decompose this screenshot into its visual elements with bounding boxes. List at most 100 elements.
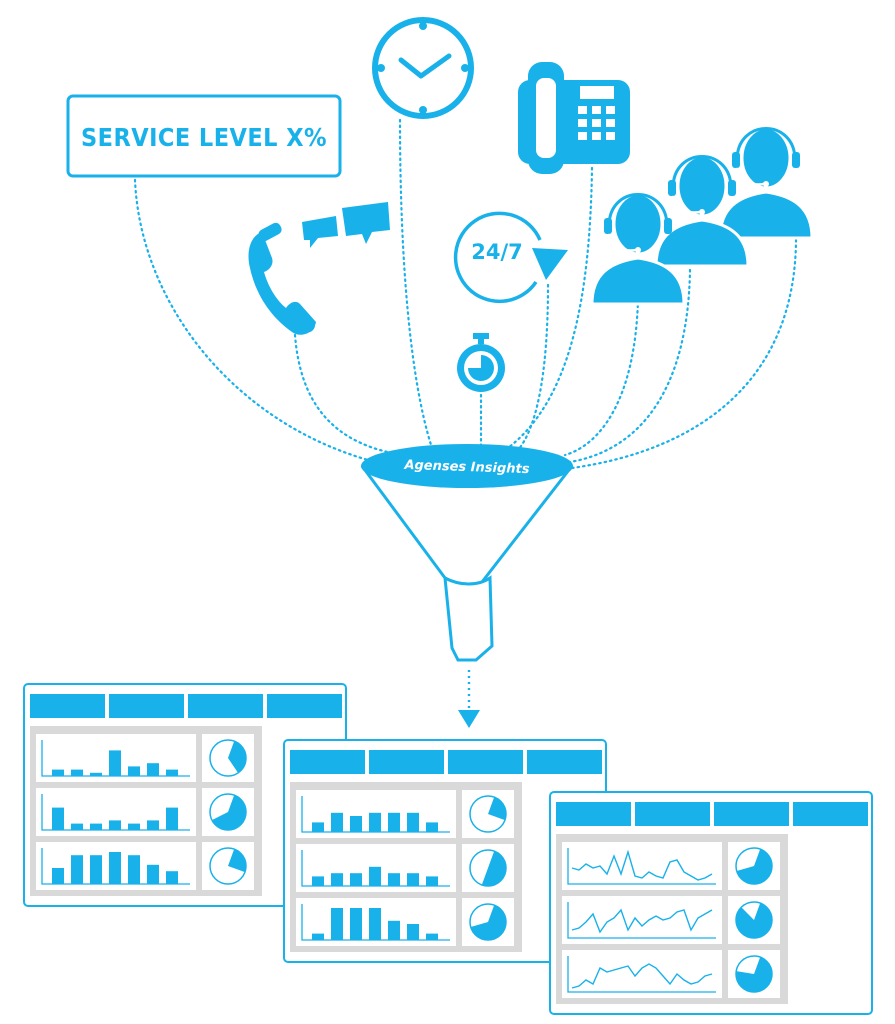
- pie-slice: [211, 795, 247, 830]
- dashboard-tab: [30, 694, 105, 718]
- connector-clock: [398, 118, 434, 450]
- bar-mark: [109, 820, 121, 830]
- agent-headset-icon: [718, 126, 814, 240]
- bar-mark: [312, 933, 324, 940]
- bar-mark: [407, 873, 419, 886]
- bar-mark: [147, 763, 159, 776]
- bar-mark: [109, 852, 121, 884]
- bar-mark: [331, 812, 343, 832]
- line-mark: [571, 849, 713, 881]
- availability-label: 24/7: [471, 240, 523, 264]
- bar-mark: [312, 876, 324, 886]
- bar-mark: [128, 823, 140, 830]
- funnel-icon: Agenses Insights: [360, 444, 574, 662]
- pie-slice: [736, 849, 772, 884]
- bar-mark: [369, 908, 381, 940]
- bar-mark: [166, 769, 178, 776]
- pie-slice: [736, 957, 772, 992]
- chart-cell: [296, 790, 514, 838]
- bar-mark: [147, 820, 159, 830]
- chart-cell: [36, 734, 254, 782]
- bar-mark: [426, 822, 438, 832]
- line-mark: [571, 963, 713, 989]
- agent-headset-icon: [590, 192, 686, 306]
- dashboard-window: [283, 739, 607, 963]
- dashboard-tab: [556, 802, 631, 826]
- service-level-label: SERVICE LEVEL X%: [81, 123, 327, 152]
- bar-mark: [350, 908, 362, 940]
- dashboard-tab: [267, 694, 342, 718]
- dashboard-tab: [188, 694, 263, 718]
- bar-mark: [331, 908, 343, 940]
- bar-mark: [166, 807, 178, 830]
- dashboard-window: [549, 791, 873, 1015]
- connector-handset: [293, 333, 394, 455]
- connector-lines: [133, 118, 798, 470]
- pie-slice: [228, 741, 246, 773]
- desk-phone-icon: [518, 62, 630, 174]
- chat-bubbles-icon: [302, 202, 390, 248]
- bar-mark: [52, 769, 64, 776]
- dashboard-window: [23, 683, 347, 907]
- dashboard-tab: [369, 750, 444, 774]
- bar-mark: [52, 868, 64, 884]
- chart-cell: [296, 844, 514, 892]
- connector-phone: [506, 166, 594, 450]
- clock-icon: [372, 17, 474, 119]
- bar-mark: [426, 876, 438, 886]
- chart-cell: [562, 950, 780, 998]
- bar-mark: [331, 873, 343, 886]
- handset-icon: [248, 222, 316, 335]
- bar-mark: [109, 750, 121, 776]
- bar-mark: [166, 871, 178, 884]
- bar-mark: [71, 769, 83, 776]
- bar-mark: [426, 933, 438, 940]
- bar-mark: [350, 816, 362, 832]
- chart-cell: [36, 788, 254, 836]
- service-level-box: SERVICE LEVEL X%: [66, 94, 342, 178]
- bar-mark: [369, 866, 381, 886]
- connector-24-7: [516, 283, 550, 452]
- bar-mark: [312, 822, 324, 832]
- bar-mark: [350, 873, 362, 886]
- bar-mark: [369, 812, 381, 832]
- connector-agent-1: [563, 298, 640, 457]
- chart-cell: [562, 896, 780, 944]
- bar-mark: [128, 766, 140, 776]
- bar-mark: [71, 855, 83, 884]
- connector-agent-2: [568, 268, 692, 464]
- bar-mark: [52, 807, 64, 830]
- dashboard-tab: [793, 802, 868, 826]
- bar-mark: [147, 864, 159, 884]
- pie-slice: [488, 797, 506, 821]
- connector-agent-3: [570, 238, 798, 470]
- dashboard-tab: [714, 802, 789, 826]
- arrow-down-icon: [458, 670, 480, 728]
- funnel-label: Agenses Insights: [403, 458, 530, 477]
- chart-cell: [296, 898, 514, 946]
- pie-slice: [470, 905, 506, 940]
- bar-mark: [90, 855, 102, 884]
- bar-mark: [90, 772, 102, 776]
- dashboard-tab: [290, 750, 365, 774]
- line-mark: [571, 908, 713, 934]
- agent-headset-icon: [654, 154, 750, 268]
- chart-cell: [562, 842, 780, 890]
- bar-mark: [128, 855, 140, 884]
- bar-mark: [407, 812, 419, 832]
- pie-slice: [736, 903, 772, 938]
- dashboard-tab: [635, 802, 710, 826]
- bar-mark: [388, 873, 400, 886]
- dashboard-tab: [109, 694, 184, 718]
- dashboard-stack: [23, 683, 873, 1015]
- bar-mark: [71, 823, 83, 830]
- bar-mark: [407, 924, 419, 940]
- agent-group: [590, 126, 814, 306]
- pie-slice: [228, 849, 246, 873]
- pie-slice: [481, 851, 506, 886]
- bar-mark: [90, 823, 102, 830]
- connector-service-level: [133, 178, 370, 462]
- dashboard-tab: [527, 750, 602, 774]
- bar-mark: [388, 812, 400, 832]
